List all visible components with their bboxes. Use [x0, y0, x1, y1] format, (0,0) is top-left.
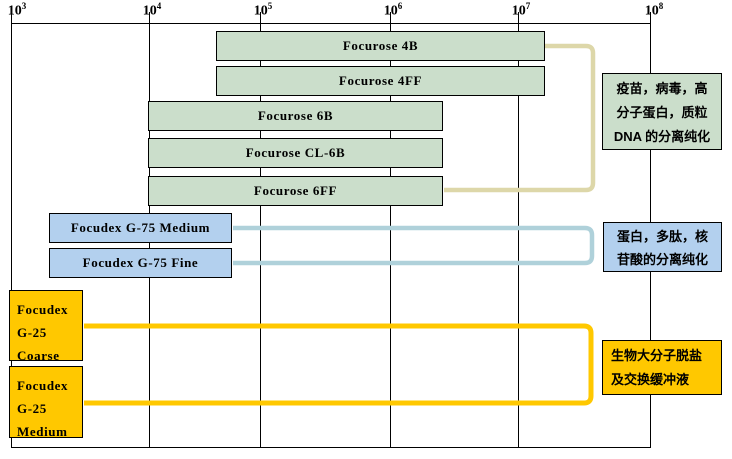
bar-focurose-6b: Focurose 6B	[148, 101, 443, 131]
tick-base: 10	[143, 4, 157, 19]
x-tick-label-1e8: 108	[645, 1, 664, 20]
tick-exponent: 5	[267, 1, 273, 11]
bar-focudex-g75-fine: Focudex G-75 Fine	[49, 248, 232, 278]
annotation-line: 蛋白，多肽，核	[616, 229, 708, 244]
annotation-line: 生物大分子脱盐	[611, 348, 703, 363]
x-tick-label-1e7: 107	[512, 1, 531, 20]
bar-label-line: Focudex	[17, 378, 69, 393]
annotation-line: 分子蛋白，质粒	[616, 105, 708, 120]
tick-base: 10	[7, 3, 22, 19]
bar-focurose-cl6b: Focurose CL-6B	[148, 138, 443, 168]
bar-focurose-4b: Focurose 4B	[216, 31, 545, 61]
x-tick-mark-1e7	[518, 12, 519, 23]
x-tick-label-1e5: 105	[254, 1, 273, 20]
bar-label-line: G-25	[17, 325, 47, 340]
bar-label-line: G-25	[17, 401, 47, 416]
annotation-g75-applications: 蛋白，多肽，核 苷酸的分离纯化	[603, 222, 722, 272]
tick-exponent: 3	[21, 1, 27, 11]
annotation-line: 疫苗，病毒，高	[616, 81, 708, 96]
x-tick-mark-1e6	[390, 12, 391, 23]
annotation-g25-applications: 生物大分子脱盐 及交换缓冲液	[602, 340, 722, 395]
tick-exponent: 4	[156, 1, 162, 11]
annotation-line: 苷酸的分离纯化	[616, 252, 708, 267]
bar-focudex-g25-coarse: Focudex G-25 Coarse	[9, 290, 83, 363]
bar-focudex-g25-medium: Focudex G-25 Medium	[9, 366, 83, 439]
x-tick-mark-1e8	[650, 12, 651, 23]
bar-label-line: Medium	[17, 424, 68, 439]
tick-base: 10	[644, 3, 659, 19]
tick-base: 10	[254, 4, 268, 19]
annotation-focurose-applications: 疫苗，病毒，高 分子蛋白，质粒 DNA 的分离纯化	[602, 73, 722, 150]
x-tick-mark-1e3	[11, 12, 12, 23]
annotation-line: 及交换缓冲液	[611, 372, 690, 387]
x-tick-mark-1e4	[149, 12, 150, 23]
tick-exponent: 7	[525, 1, 531, 11]
tick-exponent: 8	[658, 1, 664, 11]
x-tick-label-1e6: 106	[384, 1, 403, 20]
x-tick-mark-1e5	[260, 12, 261, 23]
bar-focudex-g75-medium: Focudex G-75 Medium	[49, 213, 232, 243]
annotation-line: DNA 的分离纯化	[613, 129, 711, 144]
bar-label-line: Coarse	[17, 348, 60, 363]
tick-base: 10	[512, 4, 526, 19]
tick-exponent: 6	[397, 1, 403, 11]
x-tick-label-1e4: 104	[143, 1, 162, 20]
bar-label-line: Focudex	[17, 302, 69, 317]
tick-base: 10	[384, 4, 398, 19]
bar-focurose-4ff: Focurose 4FF	[216, 66, 545, 96]
bar-focurose-6ff: Focurose 6FF	[148, 176, 443, 206]
